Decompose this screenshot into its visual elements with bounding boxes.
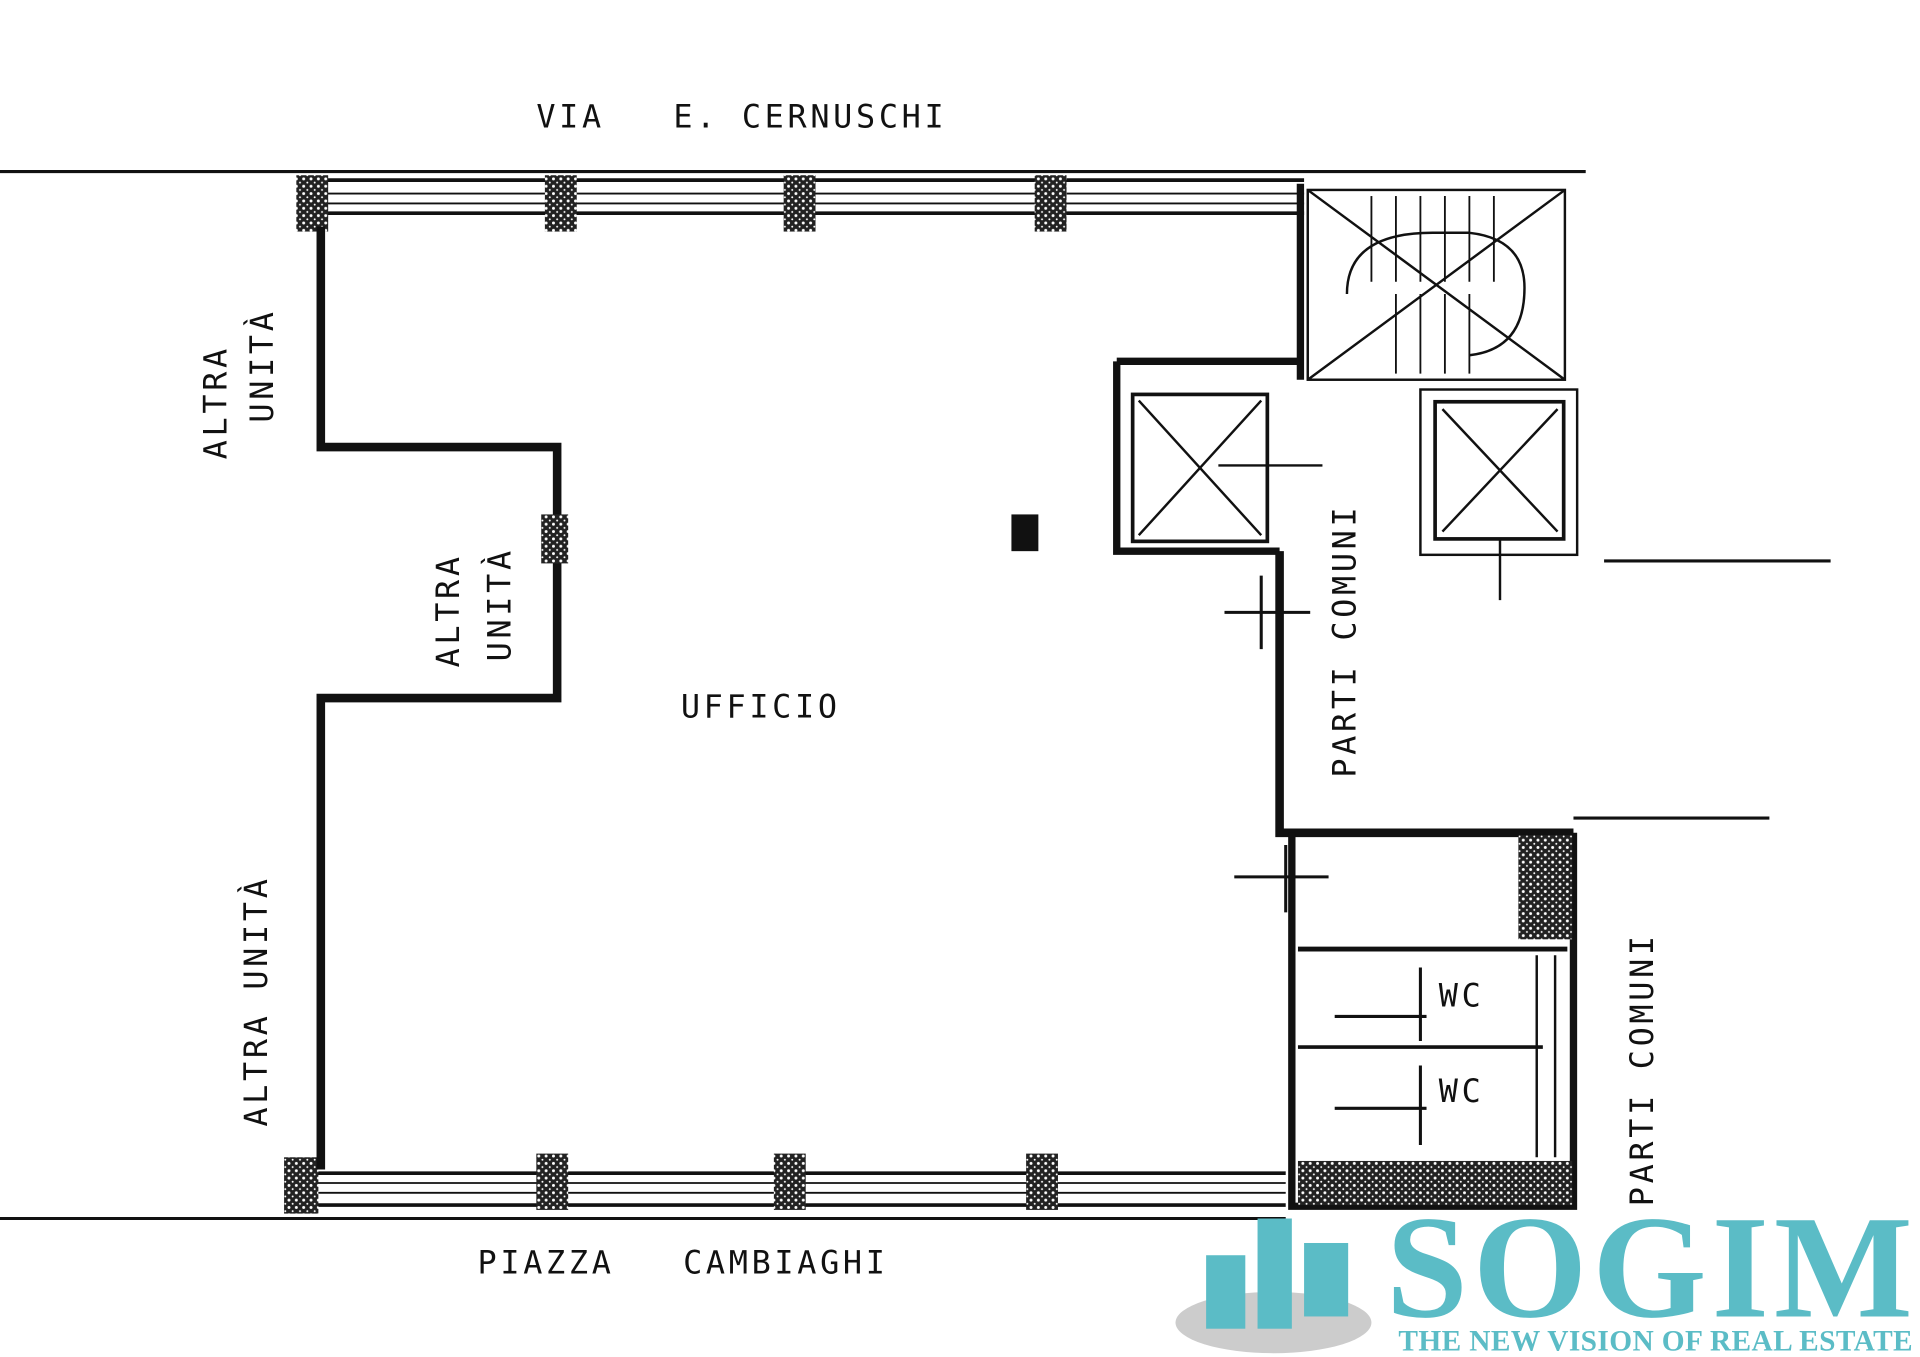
svg-text:UNITÀ: UNITÀ [243, 308, 281, 422]
left-column [541, 514, 569, 564]
room-label-other-unit-3: ALTRA UNITÀ [237, 875, 275, 1126]
center-column [1011, 514, 1039, 552]
door-marks [1224, 575, 1427, 1146]
street-label-bottom: PIAZZA CAMBIAGHI [478, 1244, 889, 1282]
street-label-top: VIA E. CERNUSCHI [536, 97, 947, 135]
elevator-right [1419, 388, 1579, 601]
room-label-common-parts-2: PARTI COMUNI [1623, 932, 1661, 1206]
room-label-office: UFFICIO [681, 688, 841, 726]
svg-text:ALTRA: ALTRA [197, 345, 235, 459]
room-label-other-unit-1: ALTRA UNITÀ [197, 308, 282, 459]
street-lines [0, 170, 1831, 1221]
common-area-walls [1275, 551, 1574, 838]
elevator-left [1113, 357, 1323, 555]
bottom-columns [284, 1153, 1058, 1214]
room-label-common-parts-1: PARTI COMUNI [1326, 504, 1364, 778]
room-label-other-unit-2: ALTRA UNITÀ [429, 547, 518, 667]
room-label-wc-1: WC [1439, 977, 1485, 1015]
sogim-logo: SOGIM THE NEW VISION OF REAL ESTATE [1175, 1185, 1913, 1357]
logo-name: SOGIM [1386, 1185, 1913, 1348]
staircase [1296, 183, 1567, 381]
svg-text:UNITÀ: UNITÀ [481, 547, 519, 661]
logo-tagline: THE NEW VISION OF REAL ESTATE [1398, 1326, 1912, 1357]
wc-block [1288, 832, 1578, 1210]
top-columns [296, 175, 1067, 232]
svg-text:ALTRA: ALTRA [429, 553, 467, 667]
logo-bars-icon [1206, 1218, 1349, 1329]
left-walls [316, 226, 562, 1170]
room-label-wc-2: WC [1439, 1072, 1485, 1110]
